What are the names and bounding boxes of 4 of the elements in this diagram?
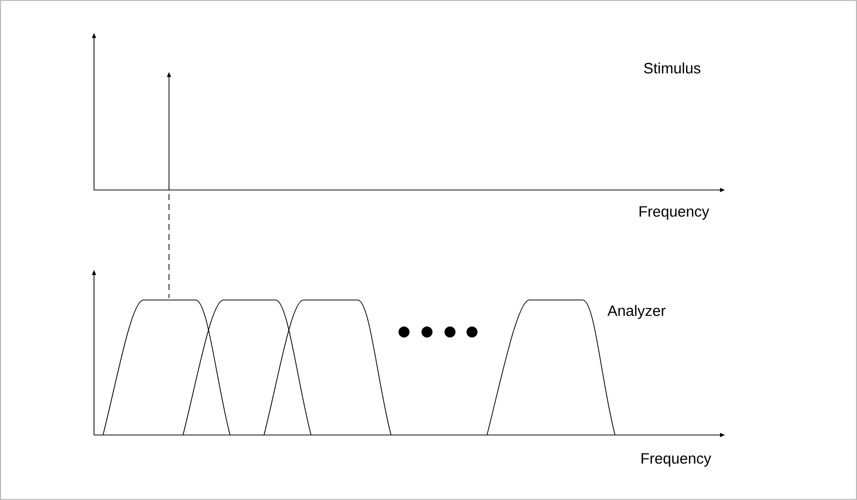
axis-label: Stimulus [644, 62, 700, 74]
axis-label: Frequency [640, 206, 710, 220]
axis-label: Analyzer [607, 305, 666, 319]
axis-label: Frequency [642, 453, 712, 467]
